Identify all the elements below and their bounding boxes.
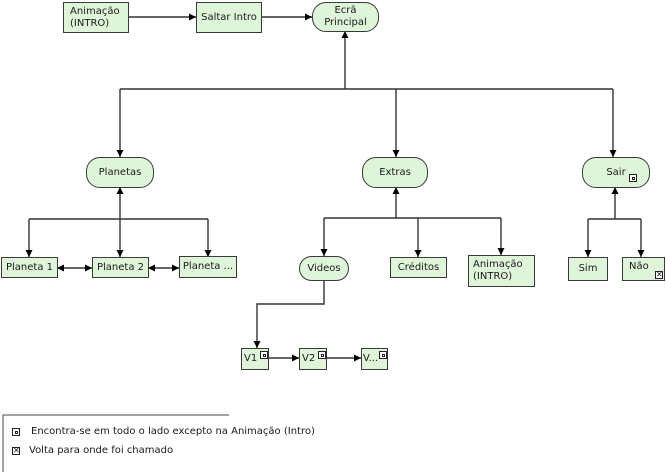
node-skip-intro: Saltar Intro	[196, 2, 262, 33]
node-label: Saltar Intro	[201, 11, 257, 23]
node-label: Planetas	[98, 166, 142, 178]
node-main-screen: Ecrã Principal	[312, 2, 379, 32]
return-marker-icon: ✕	[12, 446, 20, 455]
node-label: Videos	[307, 262, 341, 274]
node-extras: Extras	[362, 157, 428, 188]
legend-return-label: Volta para onde foi chamado	[29, 445, 174, 456]
return-marker-icon: ✕	[655, 270, 663, 279]
node-label: Não	[629, 261, 649, 272]
everywhere-marker-icon	[629, 174, 637, 182]
node-label: Sair	[606, 166, 626, 178]
everywhere-marker-icon	[318, 351, 326, 359]
node-planet-1: Planeta 1	[1, 257, 58, 278]
node-extras-intro-animation: Animação (INTRO)	[468, 255, 535, 287]
edge-videos-to-v1	[253, 280, 325, 348]
node-label: Animação (INTRO)	[473, 259, 523, 282]
node-label: Ecrã Principal	[324, 5, 367, 28]
legend-everywhere-label: Encontra-se em todo o lado excepto na An…	[31, 426, 315, 437]
everywhere-marker-icon	[12, 428, 20, 436]
node-label: Créditos	[397, 261, 440, 273]
node-label: V2	[302, 353, 316, 364]
node-label: Sim	[578, 263, 598, 274]
node-label: Animação (INTRO)	[70, 5, 120, 29]
node-videos: Videos	[299, 256, 349, 281]
node-video-1: V1	[241, 348, 269, 370]
node-planets: Planetas	[86, 157, 154, 188]
legend-frame	[2, 414, 229, 472]
node-label: V...	[363, 353, 379, 364]
node-planet-2: Planeta 2	[92, 257, 149, 278]
everywhere-marker-icon	[260, 351, 268, 359]
node-label: V1	[244, 353, 258, 364]
node-planet-n: Planeta ...	[179, 256, 237, 278]
node-yes: Sim	[568, 257, 608, 281]
node-intro-animation: Animação (INTRO)	[63, 2, 129, 33]
node-no: Não ✕	[622, 257, 665, 281]
everywhere-marker-icon	[379, 351, 387, 359]
node-label: Planeta ...	[182, 261, 234, 272]
node-label: Planeta 1	[5, 261, 54, 273]
node-exit: Sair	[582, 157, 650, 188]
node-label: Extras	[379, 166, 411, 178]
node-video-n: V...	[361, 348, 388, 370]
node-label: Planeta 2	[96, 261, 145, 273]
node-credits: Créditos	[390, 257, 447, 278]
node-video-2: V2	[299, 348, 327, 370]
